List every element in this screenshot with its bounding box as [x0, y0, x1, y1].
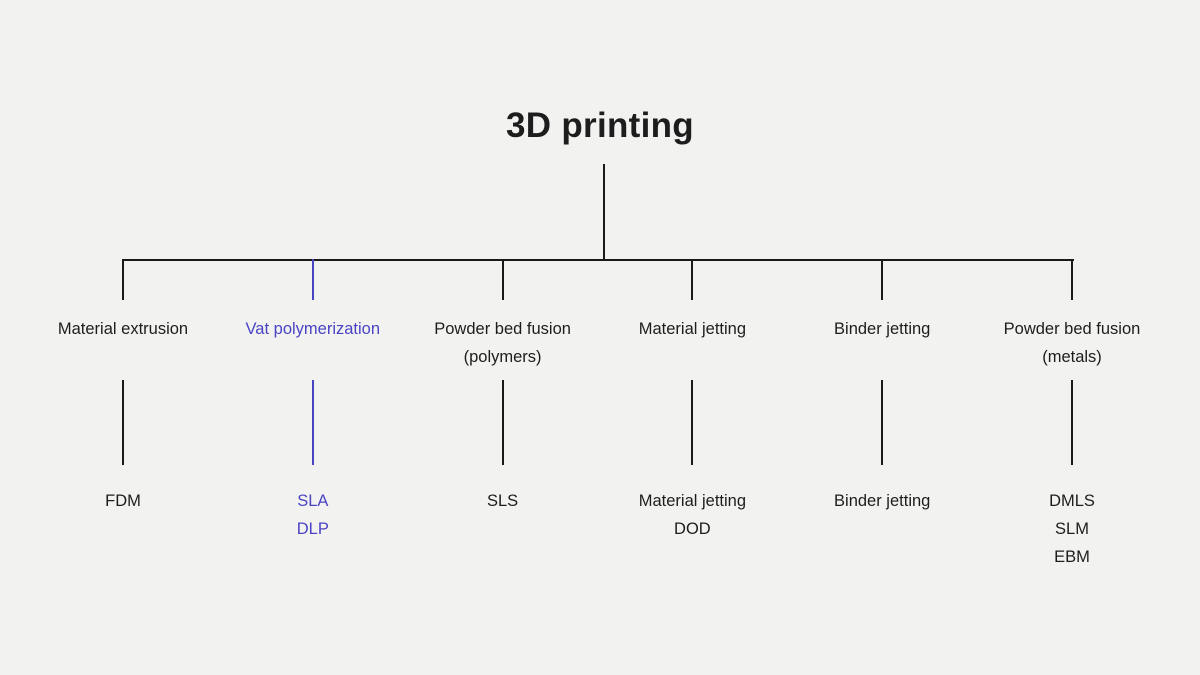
diagram-title: 3D printing [505, 106, 694, 145]
category-label-line: (metals) [1042, 348, 1102, 366]
branch: Powder bed fusion (polymers) SLS [408, 259, 598, 589]
branch: Powder bed fusion (metals) DMLS SLM EBM [977, 259, 1167, 589]
leaf-label: Binder jetting [757, 487, 1007, 515]
leaf-label-line: Binder jetting [834, 492, 931, 510]
branch-stub-line [122, 259, 124, 300]
branch: Binder jetting Binder jetting [787, 259, 977, 589]
leaf-label-line: SLM [1055, 520, 1089, 538]
leaf-label: SLA DLP [188, 487, 438, 543]
leaf-label-line: Material jetting [638, 492, 747, 510]
branch-stub-line [311, 259, 314, 300]
root-connector-line [603, 164, 605, 260]
branch: Material extrusion FDM [28, 259, 218, 589]
category-label: Material extrusion [0, 315, 248, 343]
branch-stub-line [691, 259, 694, 300]
category-label: Powder bed fusion (polymers) [378, 315, 628, 371]
leaf-label: SLS [378, 487, 628, 515]
leaf-connector-line [881, 380, 884, 465]
branch-rail-line [122, 259, 1074, 261]
category-label: Binder jetting [757, 315, 1007, 343]
category-label: Vat polymerization [188, 315, 438, 343]
leaf-connector-line [501, 380, 504, 465]
branch-stub-line [501, 259, 504, 300]
leaf-connector-line [1071, 380, 1073, 465]
leaf-label: DMLS SLM EBM [947, 487, 1197, 571]
leaf-label-line: EBM [1054, 548, 1090, 566]
branch: Vat polymerization SLA DLP [218, 259, 408, 589]
leaf-label-line: DLP [296, 520, 329, 538]
leaf-connector-line [122, 380, 124, 465]
branch-stub-line [1071, 259, 1073, 300]
category-label: Material jetting [567, 315, 817, 343]
category-label-line: Material jetting [638, 320, 747, 338]
leaf-connector-line [691, 380, 694, 465]
leaf-connector-line [311, 380, 314, 465]
category-label-line: Powder bed fusion [1003, 320, 1141, 338]
category-label-line: (polymers) [463, 348, 542, 366]
leaf-label-line: SLS [487, 492, 519, 510]
category-label-line: Binder jetting [834, 320, 931, 338]
category-label: Powder bed fusion (metals) [947, 315, 1197, 371]
leaf-label-line: DMLS [1049, 492, 1095, 510]
leaf-label: FDM [0, 487, 248, 515]
category-label-line: Material extrusion [57, 320, 189, 338]
branch-stub-line [881, 259, 884, 300]
category-label-line: Powder bed fusion [434, 320, 571, 338]
leaf-label-line: FDM [105, 492, 141, 510]
leaf-label-line: DOD [674, 520, 711, 538]
leaf-label-line: SLA [297, 492, 329, 510]
category-label-line: Vat polymerization [245, 320, 381, 338]
